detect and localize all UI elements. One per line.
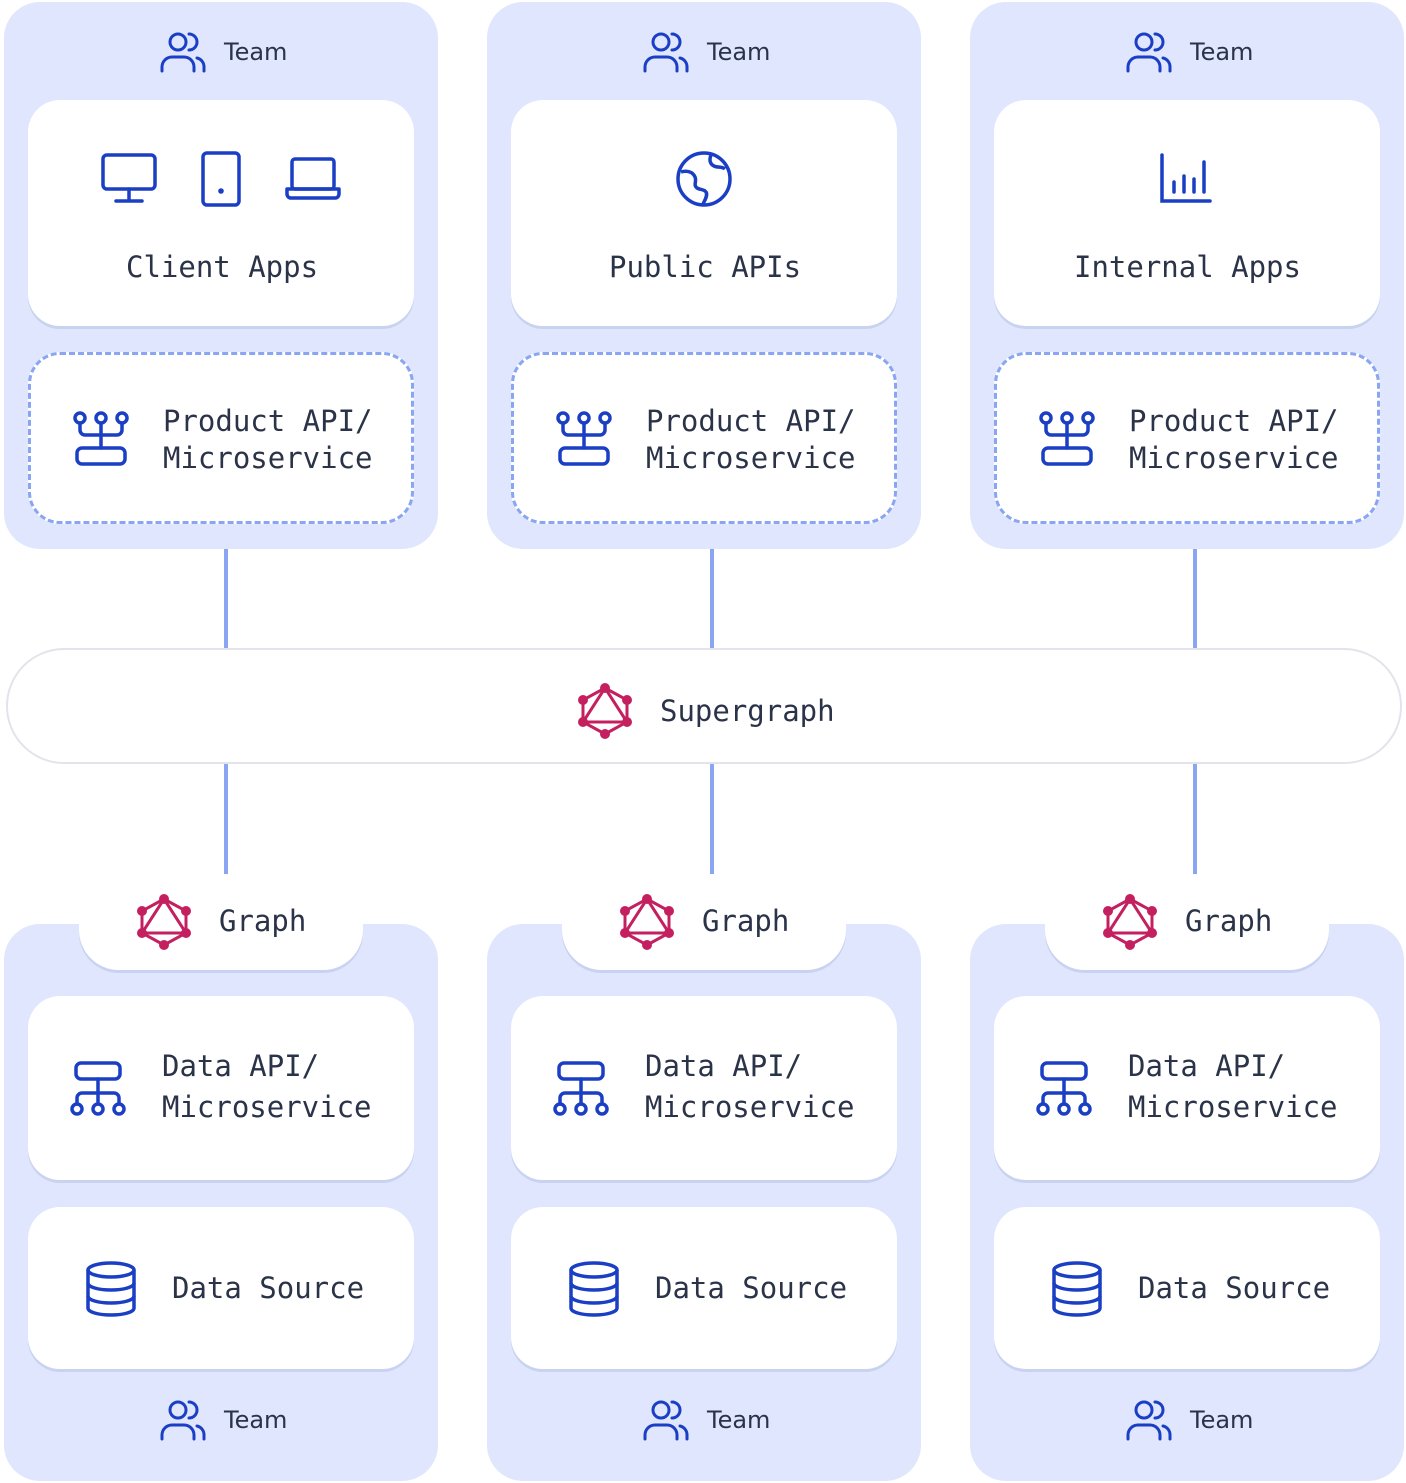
service-line2: Microservice: [646, 441, 856, 475]
team-text: Team: [224, 38, 288, 66]
team-label-top-2: Team: [641, 30, 770, 74]
team-icon: [158, 1398, 208, 1442]
data-api-icon: [70, 1060, 126, 1116]
laptop-icon: [285, 157, 341, 200]
team-text: Team: [707, 1406, 771, 1434]
consumer-label: Public APIs: [609, 250, 802, 284]
product-api-card-2[interactable]: Product API/ Microservice: [511, 352, 897, 524]
data-api-icon: [1036, 1060, 1092, 1116]
team-icon: [1124, 1398, 1174, 1442]
data-api-card-1[interactable]: Data API/ Microservice: [28, 996, 414, 1180]
data-source-card-2[interactable]: Data Source: [511, 1207, 897, 1369]
connector-top-2: [710, 524, 714, 648]
team-icon: [641, 30, 691, 74]
service-line1: Data API/: [162, 1049, 320, 1083]
product-api-card-3[interactable]: Product API/ Microservice: [994, 352, 1380, 524]
monitor-icon: [101, 153, 157, 203]
service-line2: Microservice: [162, 1090, 372, 1124]
data-api-icon: [553, 1060, 609, 1116]
service-line2: Microservice: [645, 1090, 855, 1124]
graphql-icon: [1103, 893, 1157, 951]
database-icon: [567, 1261, 621, 1317]
consumer-card-client-apps[interactable]: Client Apps: [28, 100, 414, 326]
graphql-icon: [137, 893, 191, 951]
graph-pill-1[interactable]: Graph: [79, 874, 363, 970]
database-icon: [84, 1261, 138, 1317]
data-source-label: Data Source: [172, 1271, 365, 1305]
connector-bottom-2: [710, 764, 714, 874]
consumer-card-public-apis[interactable]: Public APIs: [511, 100, 897, 326]
connector-top-1: [224, 524, 228, 648]
consumer-label: Internal Apps: [1074, 250, 1301, 284]
team-text: Team: [1190, 1406, 1254, 1434]
team-label-bottom-1: Team: [158, 1398, 287, 1442]
service-line1: Product API/: [163, 404, 373, 438]
graphql-icon: [578, 682, 632, 740]
tablet-icon: [201, 151, 241, 207]
service-line2: Microservice: [163, 441, 373, 475]
data-api-card-3[interactable]: Data API/ Microservice: [994, 996, 1380, 1180]
connector-top-3: [1193, 524, 1197, 648]
service-line1: Product API/: [646, 404, 856, 438]
product-api-icon: [73, 411, 129, 467]
database-icon: [1050, 1261, 1104, 1317]
service-line1: Data API/: [1128, 1049, 1286, 1083]
team-icon: [158, 30, 208, 74]
connector-bottom-1: [224, 764, 228, 874]
data-source-label: Data Source: [1138, 1271, 1331, 1305]
team-icon: [1124, 30, 1174, 74]
data-source-label: Data Source: [655, 1271, 848, 1305]
consumer-label: Client Apps: [126, 250, 319, 284]
supergraph-label: Supergraph: [660, 694, 835, 728]
bar-chart-icon: [1160, 153, 1212, 203]
graph-label: Graph: [702, 904, 790, 938]
service-line1: Data API/: [645, 1049, 803, 1083]
graph-label: Graph: [219, 904, 307, 938]
team-label-bottom-2: Team: [641, 1398, 770, 1442]
team-text: Team: [224, 1406, 288, 1434]
team-label-bottom-3: Team: [1124, 1398, 1253, 1442]
graph-label: Graph: [1185, 904, 1273, 938]
team-label-top-3: Team: [1124, 30, 1253, 74]
product-api-icon: [556, 411, 612, 467]
graph-pill-3[interactable]: Graph: [1045, 874, 1329, 970]
globe-icon: [676, 151, 732, 207]
supergraph-bar[interactable]: Supergraph: [6, 648, 1402, 764]
data-source-card-1[interactable]: Data Source: [28, 1207, 414, 1369]
consumer-card-internal-apps[interactable]: Internal Apps: [994, 100, 1380, 326]
service-line1: Product API/: [1129, 404, 1339, 438]
data-api-card-2[interactable]: Data API/ Microservice: [511, 996, 897, 1180]
graphql-icon: [620, 893, 674, 951]
service-line2: Microservice: [1129, 441, 1339, 475]
team-text: Team: [1190, 38, 1254, 66]
data-source-card-3[interactable]: Data Source: [994, 1207, 1380, 1369]
team-text: Team: [707, 38, 771, 66]
team-icon: [641, 1398, 691, 1442]
connector-bottom-3: [1193, 764, 1197, 874]
product-api-card-1[interactable]: Product API/ Microservice: [28, 352, 414, 524]
team-label-top-1: Team: [158, 30, 287, 74]
product-api-icon: [1039, 411, 1095, 467]
graph-pill-2[interactable]: Graph: [562, 874, 846, 970]
service-line2: Microservice: [1128, 1090, 1338, 1124]
